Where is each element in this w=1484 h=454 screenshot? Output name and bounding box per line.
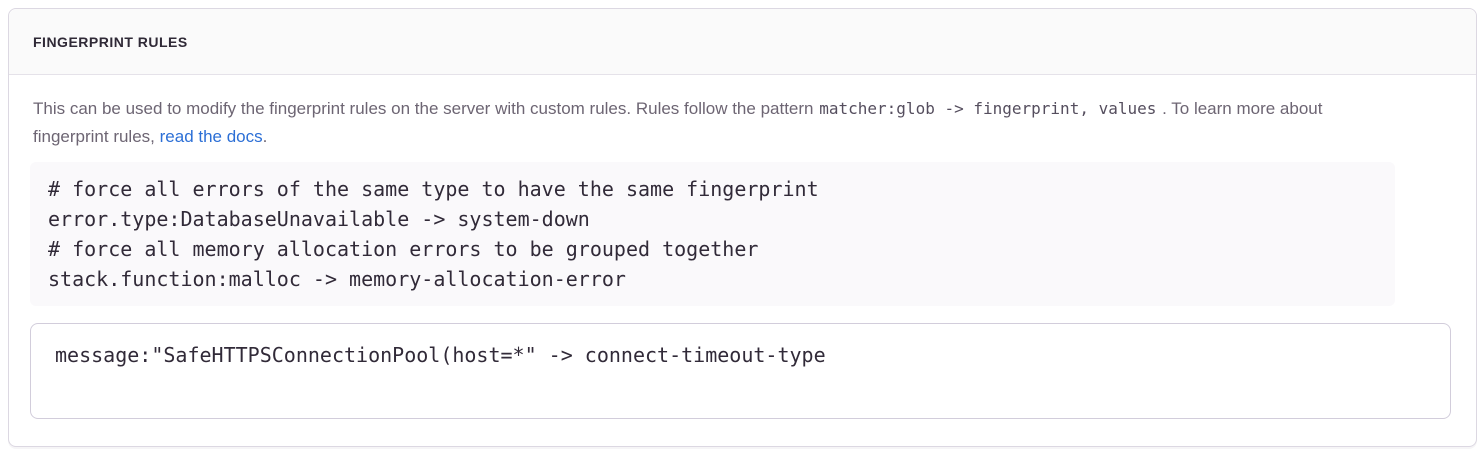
- panel-description: This can be used to modify the fingerpri…: [33, 95, 1395, 151]
- panel-header: FINGERPRINT RULES: [9, 9, 1476, 75]
- description-text-before-pattern: This can be used to modify the fingerpri…: [33, 99, 814, 118]
- pattern-inline-code: matcher:glob -> fingerprint, values: [819, 99, 1157, 118]
- description-text-after-link: .: [262, 127, 268, 146]
- panel-title: FINGERPRINT RULES: [33, 33, 188, 50]
- fingerprint-rules-panel: FINGERPRINT RULES This can be used to mo…: [8, 8, 1477, 447]
- description-text-after-pattern: . To learn more about fingerprint rules,: [33, 99, 1323, 146]
- example-code-block: # force all errors of the same type to h…: [30, 162, 1395, 306]
- fingerprint-rules-textarea[interactable]: message:"SafeHTTPSConnectionPool(host=*"…: [30, 323, 1451, 419]
- read-the-docs-link[interactable]: read the docs: [159, 127, 263, 146]
- panel-body: This can be used to modify the fingerpri…: [9, 75, 1476, 419]
